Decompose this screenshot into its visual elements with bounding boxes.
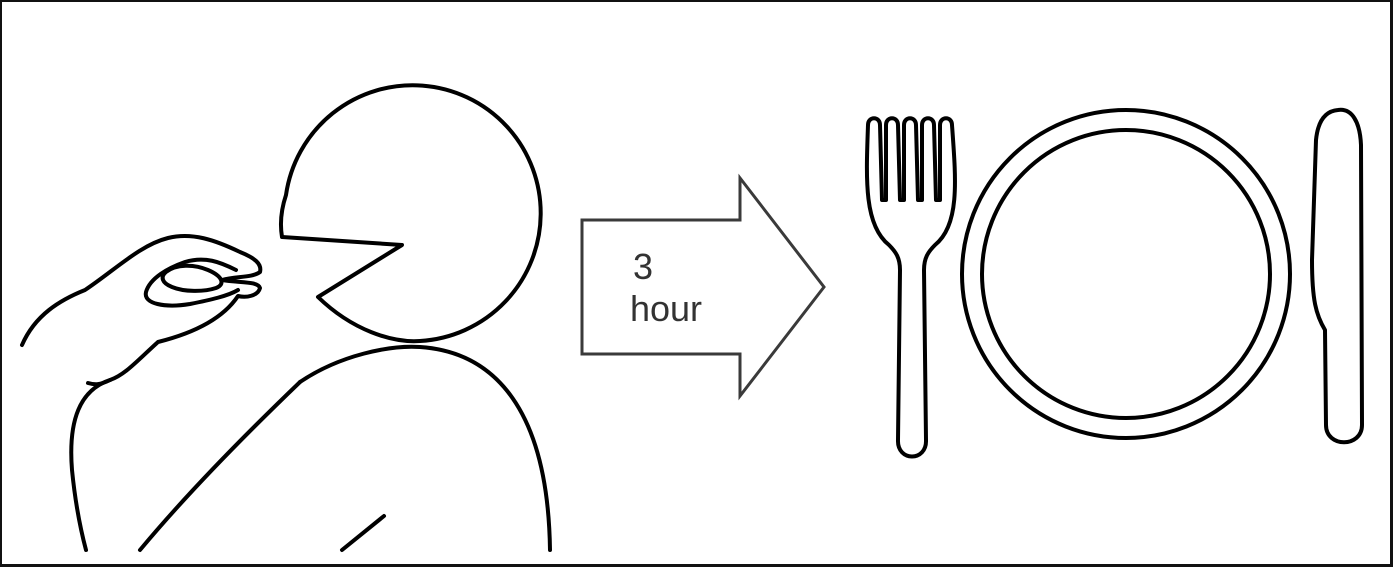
arrow-label: 3 hour: [596, 246, 736, 330]
fork-icon: [864, 116, 957, 459]
torso-line-icon: [138, 380, 302, 552]
duration-number: 3: [632, 246, 654, 287]
person-taking-pill-icon: [20, 83, 552, 552]
forearm-icon: [69, 378, 112, 552]
knife-icon: [1310, 107, 1364, 445]
body-icon: [298, 344, 552, 552]
right-arrow-icon: [580, 173, 826, 401]
pill-icon: [160, 263, 224, 293]
head-icon: [279, 83, 543, 344]
plate-icon: [960, 108, 1292, 440]
fingers-icon: [143, 257, 240, 308]
duration-unit: hour: [629, 288, 703, 329]
hand-icon: [20, 233, 263, 387]
arm-line-icon: [340, 514, 386, 552]
